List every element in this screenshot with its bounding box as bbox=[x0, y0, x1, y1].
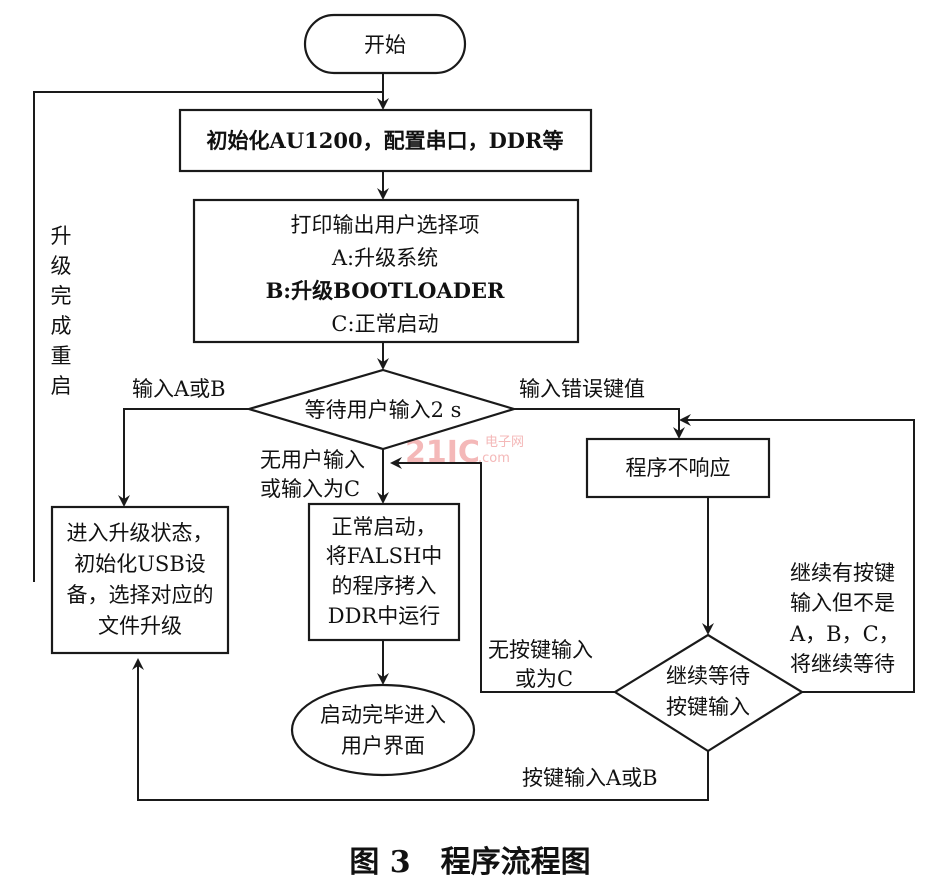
boot-done-line-2: 用户界面 bbox=[341, 734, 425, 758]
connectors bbox=[33, 73, 915, 801]
upgrade-done-char-2: 级 bbox=[51, 254, 72, 278]
upgrade-done-char-5: 重 bbox=[51, 344, 72, 368]
start-terminal bbox=[303, 13, 467, 75]
no-response-label: 程序不响应 bbox=[626, 456, 731, 480]
arrow-wait-noresponse bbox=[514, 408, 685, 439]
normal-boot-process-box bbox=[307, 502, 461, 642]
arrow-waitkey-loop bbox=[679, 414, 915, 693]
upgrade-done-char-4: 成 bbox=[51, 314, 72, 338]
upgrade-process-box bbox=[50, 505, 230, 655]
wait-input-label: 等待用户输入2 s bbox=[305, 398, 462, 422]
upgrade-line-3: 备，选择对应的 bbox=[67, 583, 214, 607]
watermark-logo: 21IC bbox=[405, 435, 480, 470]
arrow-waitkey-normalboot bbox=[390, 457, 615, 693]
wait-input-decision bbox=[245, 368, 518, 451]
figure-caption: 图 3 程序流程图 bbox=[349, 845, 590, 880]
edge-label-input-wrong: 输入错误键值 bbox=[519, 377, 645, 401]
watermark-sub2: .com bbox=[478, 451, 510, 466]
edge-label-upgrade-done: 升 级 完 成 重 启 bbox=[51, 224, 72, 398]
edge-label-key-other-line-3: A，B，C， bbox=[789, 622, 900, 646]
start-label: 开始 bbox=[364, 33, 406, 57]
edge-label-key-other-line-2: 输入但不是 bbox=[790, 591, 895, 615]
menu-line-4: C:正常启动 bbox=[331, 312, 438, 336]
arrow-waitkey-upgrade bbox=[132, 658, 709, 801]
menu-process-box bbox=[192, 198, 580, 344]
upgrade-line-2: 初始化USB设 bbox=[74, 552, 206, 576]
menu-line-2: A:升级系统 bbox=[331, 246, 438, 270]
arrow-wait-upgrade bbox=[118, 408, 249, 507]
upgrade-done-char-1: 升 bbox=[51, 224, 72, 248]
init-label: 初始化AU1200，配置串口，DDR等 bbox=[207, 128, 564, 153]
upgrade-done-char-6: 启 bbox=[51, 374, 72, 398]
menu-line-3: B:升级BOOTLOADER bbox=[266, 278, 505, 303]
wait-key-decision bbox=[612, 633, 805, 753]
wait-key-line-1: 继续等待 bbox=[666, 664, 750, 688]
no-response-process-box bbox=[585, 437, 771, 499]
normal-boot-line-4: DDR中运行 bbox=[328, 604, 441, 628]
edge-label-no-input-line-1: 无用户输入 bbox=[260, 448, 365, 472]
edge-label-input-ab: 输入A或B bbox=[132, 377, 226, 401]
edge-label-no-input-line-2: 或输入为C bbox=[260, 477, 360, 501]
edge-label-no-key-line-1: 无按键输入 bbox=[488, 638, 593, 662]
init-process-box bbox=[178, 108, 593, 173]
upgrade-line-4: 文件升级 bbox=[98, 614, 182, 638]
boot-done-terminal bbox=[290, 683, 476, 777]
menu-line-1: 打印输出用户选择项 bbox=[291, 213, 480, 237]
upgrade-line-1: 进入升级状态， bbox=[67, 521, 214, 545]
watermark-sub1: 电子网 bbox=[485, 435, 524, 450]
loop-upgrade-restart bbox=[33, 91, 383, 582]
edge-label-key-other-line-4: 将继续等待 bbox=[790, 652, 895, 676]
boot-done-line-1: 启动完毕进入 bbox=[320, 703, 446, 727]
edge-label-no-key-line-2: 或为C bbox=[515, 667, 573, 691]
normal-boot-line-3: 的程序拷入 bbox=[332, 574, 437, 598]
edge-label-key-ab: 按键输入A或B bbox=[522, 766, 658, 790]
upgrade-done-char-3: 完 bbox=[51, 284, 72, 308]
edge-label-key-other-line-1: 继续有按键 bbox=[790, 561, 895, 585]
normal-boot-line-2: 将FALSH中 bbox=[326, 544, 443, 568]
normal-boot-line-1: 正常启动， bbox=[332, 515, 437, 539]
wait-key-line-2: 按键输入 bbox=[666, 695, 750, 719]
